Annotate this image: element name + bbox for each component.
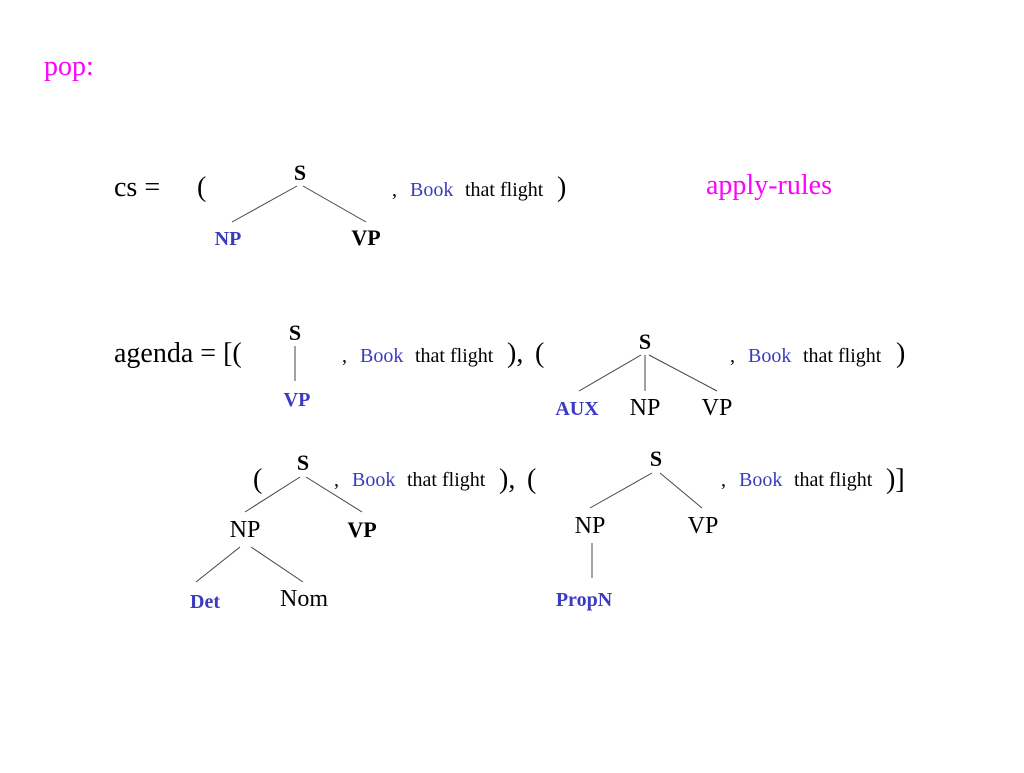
agenda3-comma: ,: [334, 469, 339, 491]
agenda3-edge-s-np: [244, 476, 301, 513]
agenda-tree-4: S NP VP PropN: [556, 446, 719, 611]
agenda4-comma: ,: [721, 469, 726, 491]
cs-close-paren: ): [557, 172, 566, 203]
agenda2-node-np: NP: [630, 395, 661, 421]
agenda3-node-det: Det: [190, 591, 220, 613]
cs-edge-s-np: [231, 185, 298, 223]
agenda3-word-rest: that flight: [407, 469, 486, 491]
agenda2-comma: ,: [730, 345, 735, 367]
agenda1-node-vp: VP: [284, 389, 311, 411]
cs-label: cs =: [114, 172, 160, 203]
agenda4-word-rest: that flight: [794, 469, 873, 491]
pop-label: pop:: [44, 51, 94, 82]
agenda4-close-paren-bracket: )]: [886, 464, 905, 495]
agenda2-node-s: S: [639, 329, 651, 354]
agenda3-node-nom: Nom: [280, 586, 328, 612]
agenda4-node-propn: PropN: [556, 589, 613, 611]
agenda4-open-paren: (: [527, 464, 536, 495]
cs-open-paren: (: [197, 172, 206, 203]
agenda4-word-book: Book: [739, 469, 782, 491]
agenda2-edge-s-aux: [578, 354, 642, 392]
agenda1-word-rest: that flight: [415, 345, 494, 367]
agenda4-node-s: S: [650, 446, 662, 471]
agenda4-node-vp: VP: [688, 513, 719, 539]
agenda3-node-np: NP: [230, 517, 261, 543]
agenda3-open-paren: (: [253, 464, 262, 495]
agenda1-close-paren: ),: [507, 338, 523, 369]
agenda3-edge-np-nom: [250, 546, 304, 583]
cs-node-s: S: [294, 160, 306, 185]
agenda3-edge-s-vp: [305, 476, 363, 513]
agenda3-close-paren: ),: [499, 464, 515, 495]
agenda3-node-s: S: [297, 450, 309, 475]
agenda2-close-paren: ): [896, 338, 905, 369]
agenda2-open-paren: (: [535, 338, 544, 369]
agenda1-node-s: S: [289, 320, 301, 345]
agenda2-word-rest: that flight: [803, 345, 882, 367]
apply-rules-label: apply-rules: [706, 170, 832, 201]
agenda3-node-vp: VP: [347, 517, 376, 542]
agenda3-edge-np-det: [195, 546, 241, 583]
cs-word-rest: that flight: [465, 179, 544, 201]
cs-node-vp: VP: [351, 225, 380, 250]
agenda2-edge-s-vp: [648, 354, 718, 392]
cs-node-np: NP: [215, 228, 242, 250]
agenda3-word-book: Book: [352, 469, 395, 491]
agenda2-node-vp: VP: [702, 395, 733, 421]
agenda4-node-np: NP: [575, 513, 606, 539]
cs-word-book: Book: [410, 179, 453, 201]
agenda2-node-aux: AUX: [555, 398, 599, 420]
agenda4-edge-s-np: [589, 472, 653, 509]
cs-edge-s-vp: [302, 185, 367, 223]
cs-comma: ,: [392, 179, 397, 201]
agenda-tree-2: S AUX NP VP: [555, 329, 732, 421]
cs-tree: S NP VP: [215, 160, 381, 250]
agenda-tree-1: S VP: [284, 320, 311, 411]
agenda1-comma: ,: [342, 345, 347, 367]
agenda1-word-book: Book: [360, 345, 403, 367]
agenda2-word-book: Book: [748, 345, 791, 367]
agenda4-edge-s-vp: [659, 472, 703, 509]
agenda-label: agenda = [(: [114, 338, 242, 369]
agenda-tree-3: S NP VP Det Nom: [190, 450, 377, 613]
